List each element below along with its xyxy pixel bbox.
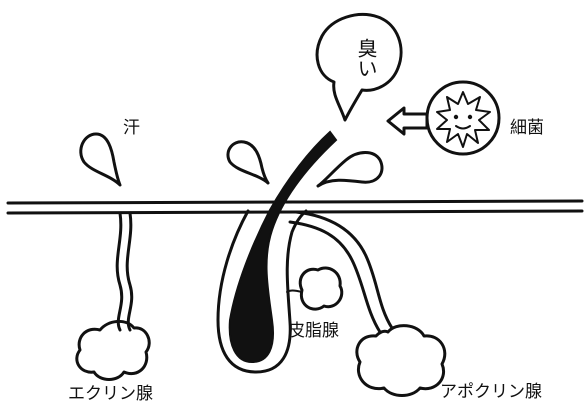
sebaceous-gland <box>300 268 342 309</box>
apocrine-gland <box>290 212 445 396</box>
smell-label: 臭い <box>354 38 378 78</box>
apocrine-gland-label: アポクリン腺 <box>440 382 542 402</box>
sweat-droplet-center-right <box>318 153 382 187</box>
sebaceous-duct <box>287 291 302 293</box>
eccrine-gland <box>77 213 149 380</box>
eccrine-gland-label: エクリン腺 <box>68 384 153 403</box>
sweat-droplet-center-left <box>228 142 268 183</box>
sweat-droplet-left <box>81 134 120 185</box>
sweat-label: 汗 <box>123 118 140 138</box>
bacteria-arrow <box>388 108 427 134</box>
bacteria-label: 細菌 <box>510 118 544 138</box>
sebaceous-gland-label: 皮脂腺 <box>288 321 339 341</box>
bacteria-icon <box>427 82 499 154</box>
